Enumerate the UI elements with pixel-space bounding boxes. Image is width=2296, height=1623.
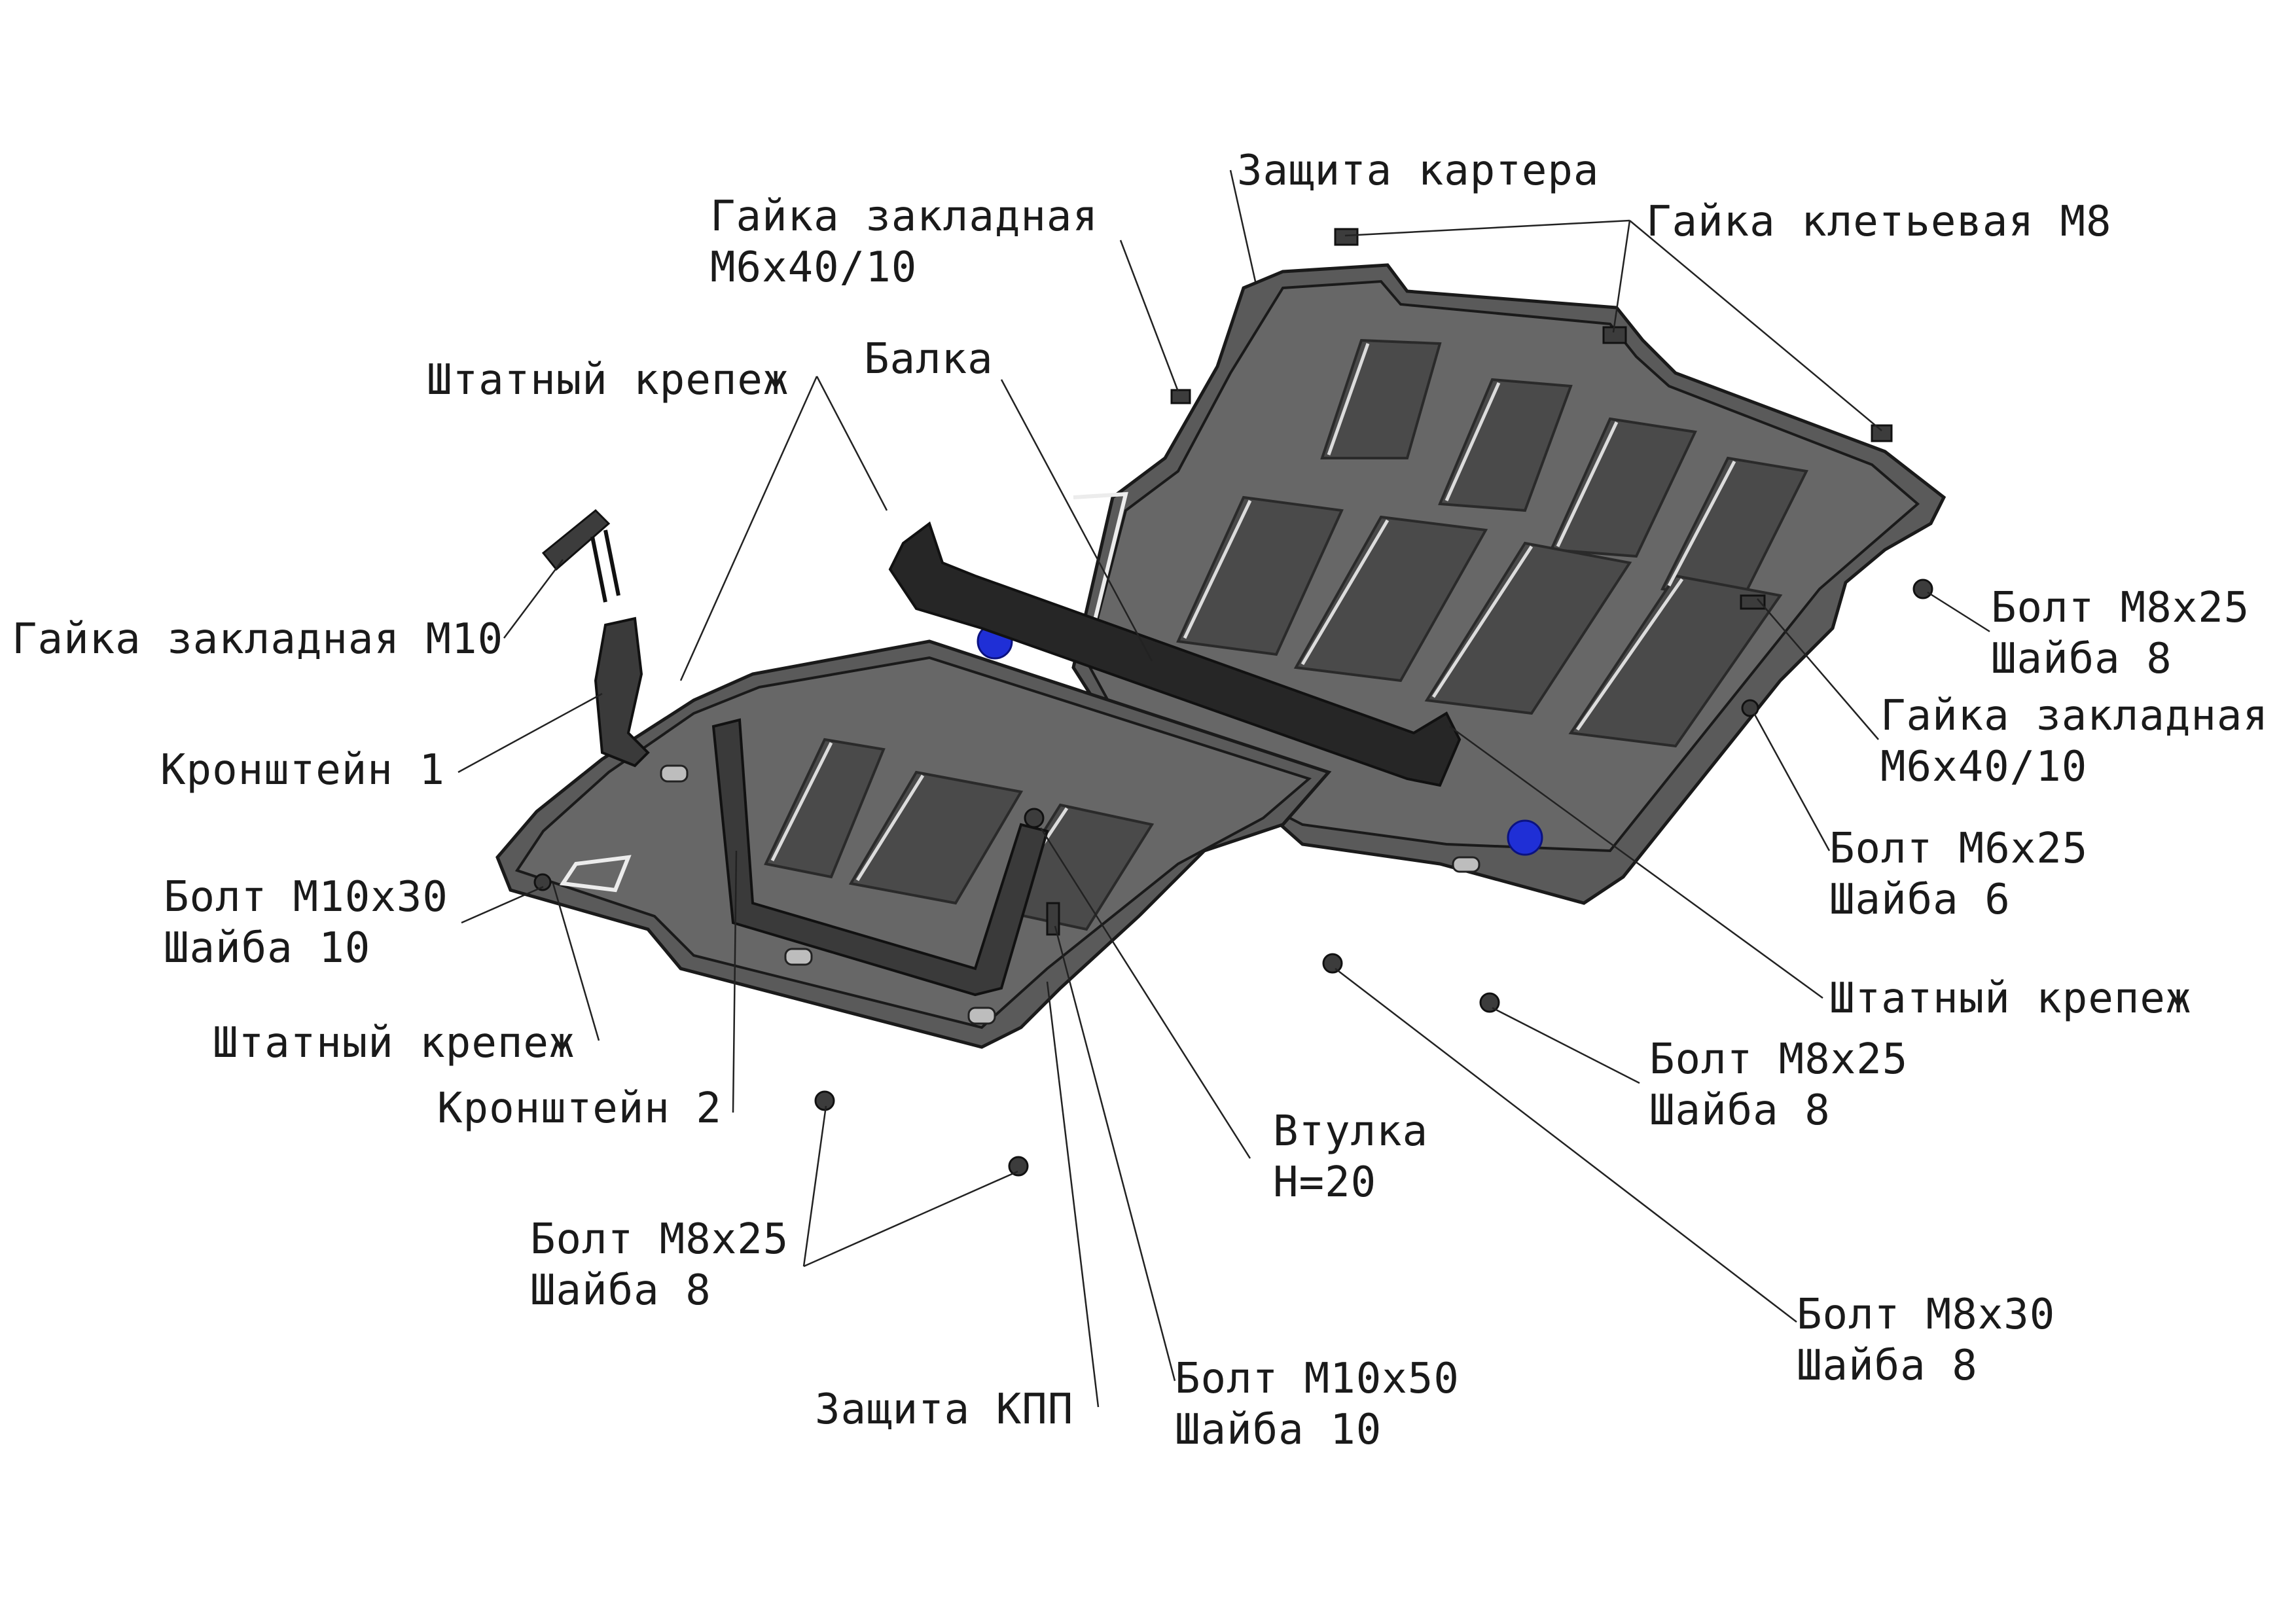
label-crankcase-guard: Защита картера <box>1237 147 1600 195</box>
leader-lines <box>457 169 1990 1408</box>
plug-right <box>1507 819 1543 856</box>
label-cage-nut: Гайка клетьевая М8 <box>1646 198 2112 246</box>
label-bolt-m10x30: Болт М10х30 Шайба 10 <box>164 873 448 972</box>
label-beam: Балка <box>864 335 994 383</box>
label-std-fastener-left: Штатный крепеж <box>213 1019 575 1067</box>
label-bolt-m10x50: Болт М10х50 Шайба 10 <box>1175 1355 1460 1454</box>
crankcase-ribs <box>1176 338 1808 748</box>
label-std-fastener-right: Штатный крепеж <box>1829 974 2192 1023</box>
label-embedded-nut-right: Гайка закладная М6х40/10 <box>1880 692 2269 791</box>
beam-part <box>888 521 1462 787</box>
fasteners <box>533 228 1933 1177</box>
label-embedded-nut-top: Гайка закладная М6х40/10 <box>710 192 1098 292</box>
label-bolt-m8x25-right: Болт М8х25 Шайба 8 <box>1991 584 2250 683</box>
label-sleeve: Втулка Н=20 <box>1273 1107 1429 1207</box>
label-embedded-nut-m10: Гайка закладная М10 <box>12 615 504 664</box>
label-std-fastener-top: Штатный крепеж <box>427 356 789 404</box>
label-bracket-2: Кронштейн 2 <box>437 1084 722 1133</box>
bracket-1-part <box>594 616 650 768</box>
label-gearbox-guard: Защита КПП <box>815 1385 1074 1434</box>
label-bolt-m8x25-mid: Болт М8х25 Шайба 8 <box>1649 1035 1909 1135</box>
label-bolt-m8x30: Болт М8х30 Шайба 8 <box>1797 1291 2056 1390</box>
embedded-nut-m10-part <box>541 508 620 603</box>
label-bolt-m8x25-bottom: Болт М8х25 Шайба 8 <box>530 1215 789 1315</box>
label-bracket-1: Кронштейн 1 <box>160 746 445 794</box>
label-bolt-m6x25: Болт М6х25 Шайба 6 <box>1829 825 2089 924</box>
